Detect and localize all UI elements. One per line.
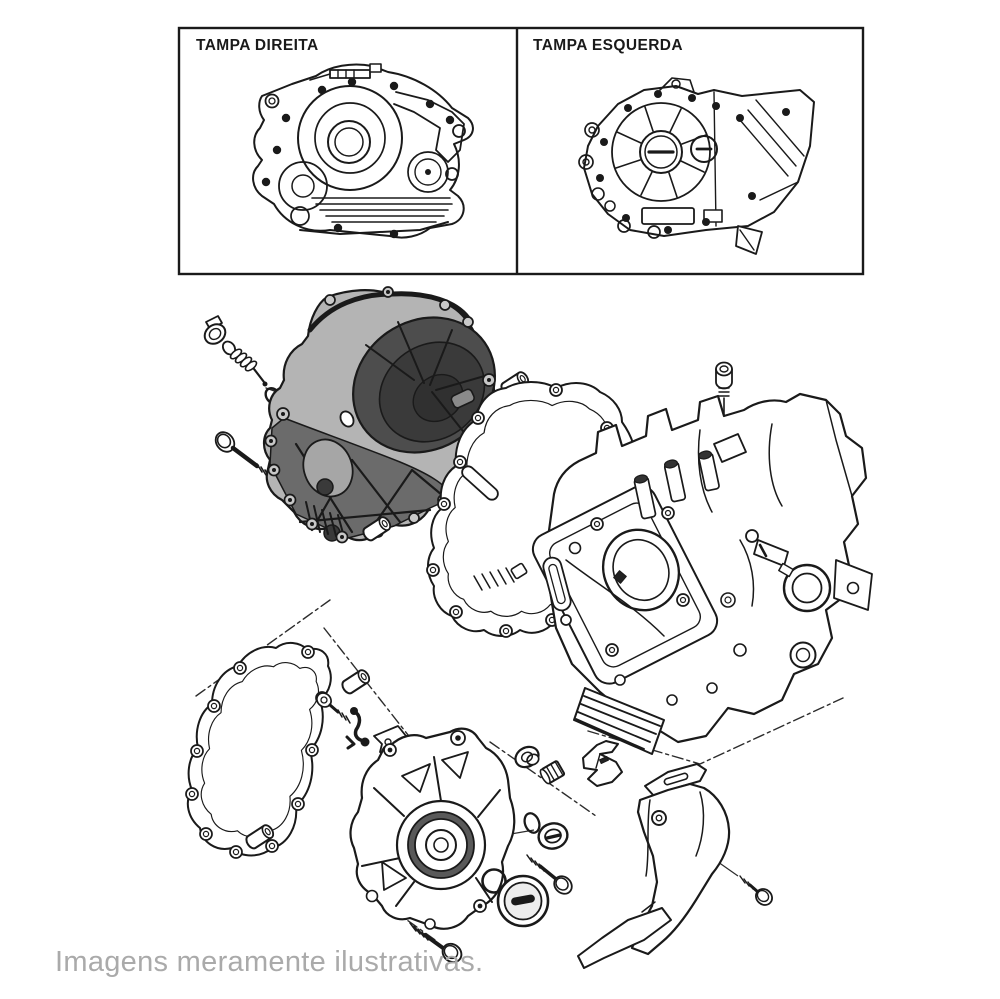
- o-ring-large: [481, 868, 507, 894]
- gasket-vent-hatch: [473, 567, 515, 591]
- panel-label-left-cover: TAMPA ESQUERDA: [533, 37, 683, 54]
- retainer-clip: [582, 740, 623, 787]
- left-cover-ribs: [615, 106, 707, 198]
- face-bolt-holes: [560, 506, 690, 657]
- magneto-cover: [349, 727, 516, 930]
- right-cover-fins: [311, 197, 453, 223]
- exploded-view: [185, 286, 873, 969]
- case-bolt: [409, 922, 463, 964]
- o-ring-small: [523, 812, 541, 834]
- switch-bolt: [316, 692, 351, 724]
- bolt-threads: [718, 387, 730, 397]
- guard-detail-lines: [641, 791, 705, 913]
- caption: Imagens meramente ilustrativas.: [55, 946, 483, 978]
- left-cover-gasket: [185, 642, 332, 859]
- cover-ears: [365, 730, 487, 930]
- cover-bolt-short: [526, 854, 573, 895]
- panel-label-right-cover: TAMPA DIREITA: [196, 37, 319, 54]
- cover-flange-bolt: [214, 431, 278, 484]
- case-fins: [575, 695, 661, 750]
- clamp-bracket: [745, 529, 794, 578]
- reference-panel: TAMPA DIREITA TAMPA ESQUERDA: [177, 26, 865, 276]
- right-cover-bolt-dots: [261, 77, 455, 239]
- right-cover-thumbnail: [252, 63, 474, 239]
- case-detail-lines: [565, 399, 853, 637]
- oil-filler-plug: [537, 822, 569, 850]
- left-cover-bolt-dots: [596, 90, 790, 234]
- left-cover-hatch: [713, 91, 805, 227]
- case-small-holes: [568, 541, 747, 706]
- timing-inspection-cap: [496, 874, 550, 928]
- top-stud-bosses: [633, 450, 720, 520]
- oil-dipstick: [203, 315, 268, 387]
- left-cover-thumbnail: [578, 77, 815, 255]
- cover-vents: [381, 751, 469, 891]
- dowel-pin-3: [339, 667, 373, 697]
- flanged-seal: [514, 745, 540, 769]
- bolt-threads: [337, 709, 351, 724]
- cover-edge-fins: [305, 501, 345, 538]
- clutch-cover: [262, 286, 496, 544]
- threaded-plug: [539, 760, 566, 785]
- cover-ribs: [361, 756, 501, 907]
- cover-bolt-ears: [264, 286, 496, 544]
- guard-bolt: [739, 875, 773, 906]
- sprocket-guard: [577, 763, 731, 969]
- crankcase: [531, 392, 873, 755]
